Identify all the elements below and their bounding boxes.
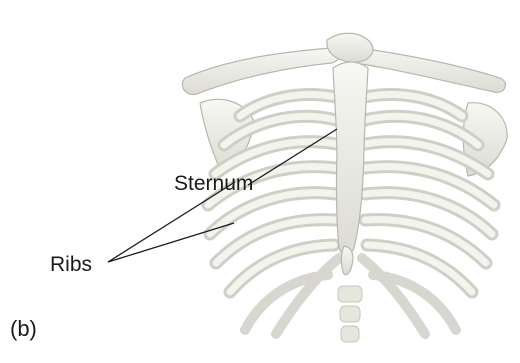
xiphoid-process bbox=[341, 246, 353, 275]
panel-label: (b) bbox=[10, 318, 37, 340]
left-lower-arch bbox=[276, 258, 339, 334]
sternum-label: Sternum bbox=[174, 173, 253, 194]
left-clavicle bbox=[182, 48, 339, 95]
spine-hint bbox=[338, 286, 362, 342]
right-lower-arch bbox=[362, 258, 425, 334]
ribs-label: Ribs bbox=[50, 254, 92, 275]
